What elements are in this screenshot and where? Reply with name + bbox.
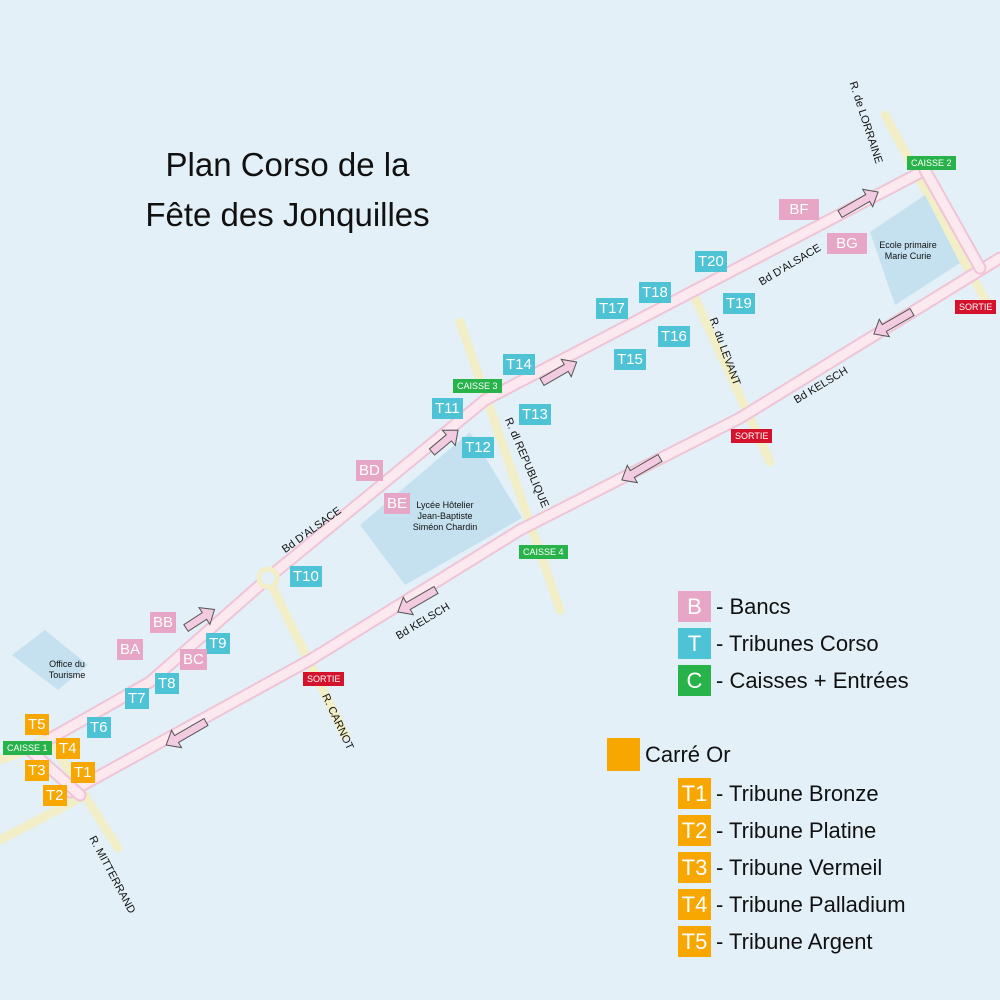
legend-t3-label: - Tribune Vermeil <box>716 854 883 880</box>
banc-BG: BG <box>827 233 867 254</box>
banc-BC: BC <box>180 649 207 670</box>
legend-t5: T5 - Tribune Argent <box>678 926 873 957</box>
legend-tribunes: T - Tribunes Corso <box>678 628 879 659</box>
arrow-alsace-1 <box>183 607 216 633</box>
label-office-line-2: Tourisme <box>48 670 86 680</box>
tribune-T14: T14 <box>503 354 535 375</box>
arrow-kelsch-3 <box>397 585 439 616</box>
tribune-T9: T9 <box>206 633 230 654</box>
caisse-2: CAISSE 2 <box>907 156 956 170</box>
legend-t5-swatch: T5 <box>678 926 711 957</box>
arrow-alsace-3 <box>539 358 578 387</box>
legend-tribunes-swatch: T <box>678 628 711 659</box>
label-ecole: Ecole primaire Marie Curie <box>879 240 937 261</box>
legend-t3-swatch: T3 <box>678 852 711 883</box>
caisse-4: CAISSE 4 <box>519 545 568 559</box>
roundabout <box>256 566 280 590</box>
map-title-line-1: Plan Corso de la <box>165 146 410 183</box>
legend-bancs-label: - Bancs <box>716 593 791 619</box>
tribune-T13: T13 <box>519 404 551 425</box>
legend-carre-or-label: Carré Or <box>645 741 731 767</box>
legend-carre-or: Carré Or <box>607 738 731 771</box>
carre-or-T5: T5 <box>25 714 49 735</box>
banc-BD: BD <box>356 460 383 481</box>
tribune-T7: T7 <box>125 688 149 709</box>
label-lycee-line-3: Siméon Chardin <box>412 522 478 532</box>
tribune-T15: T15 <box>614 349 646 370</box>
tribune-T17: T17 <box>596 298 628 319</box>
label-lycee-line-2: Jean-Baptiste <box>417 511 473 521</box>
legend-bancs: B - Bancs <box>678 591 791 622</box>
legend-t3: T3 - Tribune Vermeil <box>678 852 882 883</box>
carre-or-T1: T1 <box>71 762 95 783</box>
building-office <box>12 630 88 690</box>
road-left-spur <box>0 793 85 845</box>
carre-or-T4: T4 <box>56 738 80 759</box>
legend-t1-swatch: T1 <box>678 778 711 809</box>
tribune-T16: T16 <box>658 326 690 347</box>
label-office-line-1: Office du <box>49 659 85 669</box>
legend-caisses: C - Caisses + Entrées <box>678 665 909 696</box>
label-lycee: Lycée Hôtelier Jean-Baptiste Siméon Char… <box>400 500 490 533</box>
legend-t4-label: - Tribune Palladium <box>716 891 906 917</box>
legend-carre-or-swatch <box>607 738 640 771</box>
label-lycee-line-1: Lycée Hôtelier <box>416 500 474 510</box>
legend-t4: T4 - Tribune Palladium <box>678 889 906 920</box>
carre-or-T3: T3 <box>25 760 49 781</box>
legend-tribunes-label: - Tribunes Corso <box>716 630 879 656</box>
legend-caisses-label: - Caisses + Entrées <box>716 667 909 693</box>
tribune-T12: T12 <box>462 437 494 458</box>
map-title: Plan Corso de la Fête des Jonquilles <box>110 140 465 240</box>
tribune-T19: T19 <box>723 293 755 314</box>
legend-t5-label: - Tribune Argent <box>716 928 873 954</box>
banc-BF: BF <box>779 199 819 220</box>
map-title-line-2: Fête des Jonquilles <box>145 196 430 233</box>
arrow-alsace-4 <box>837 188 879 219</box>
arrow-kelsch-4 <box>165 717 209 749</box>
legend-t1-label: - Tribune Bronze <box>716 780 879 806</box>
legend-t2: T2 - Tribune Platine <box>678 815 876 846</box>
legend-t2-label: - Tribune Platine <box>716 817 877 843</box>
sortie-carnot: SORTIE <box>303 672 345 686</box>
caisse-3: CAISSE 3 <box>453 379 502 393</box>
sortie-east: SORTIE <box>955 300 997 314</box>
building-ecole <box>870 195 960 305</box>
banc-BB: BB <box>150 612 177 633</box>
banc-BE: BE <box>384 493 411 514</box>
road-lorraine <box>880 110 990 305</box>
tribune-T10: T10 <box>290 566 322 587</box>
road-republique <box>455 317 565 615</box>
arrow-kelsch-2 <box>621 453 663 484</box>
tribune-T18: T18 <box>639 282 671 303</box>
arrow-alsace-2 <box>428 429 459 456</box>
arrow-kelsch-1 <box>873 307 915 338</box>
tribune-T20: T20 <box>695 251 727 272</box>
tribune-T6: T6 <box>87 717 111 738</box>
label-office: Office du Tourisme <box>32 659 102 681</box>
legend-t1: T1 - Tribune Bronze <box>678 778 879 809</box>
carre-or-T2: T2 <box>43 785 67 806</box>
building-lycee <box>360 432 522 585</box>
caisse-1: CAISSE 1 <box>3 741 52 755</box>
legend-t2-swatch: T2 <box>678 815 711 846</box>
banc-BA: BA <box>117 639 144 660</box>
legend-caisses-swatch: C <box>678 665 711 696</box>
tribune-T8: T8 <box>155 673 179 694</box>
sortie-levant: SORTIE <box>731 429 773 443</box>
tribune-T11: T11 <box>432 398 463 419</box>
legend-t4-swatch: T4 <box>678 889 711 920</box>
legend-bancs-swatch: B <box>678 591 711 622</box>
